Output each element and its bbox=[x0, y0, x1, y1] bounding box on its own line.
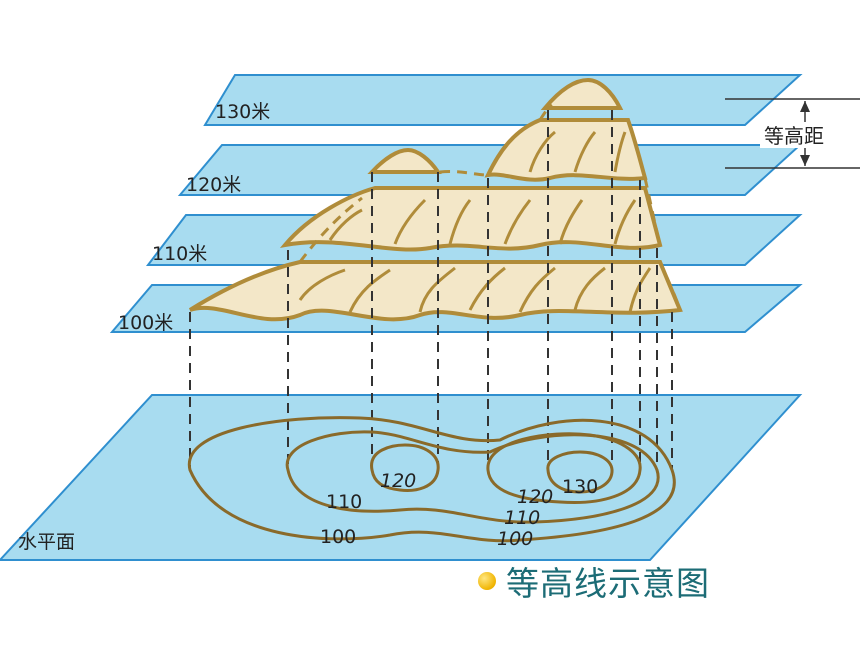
base-plane-label: 水平面 bbox=[18, 531, 75, 553]
mountain-band-120 bbox=[484, 118, 648, 182]
plane-130 bbox=[203, 74, 803, 126]
projection-lines bbox=[189, 110, 673, 470]
contour-label-right-100: 100 bbox=[497, 528, 533, 550]
contour-120-left bbox=[370, 443, 440, 492]
contour-130 bbox=[546, 450, 614, 494]
mountain-band-100 bbox=[188, 260, 683, 322]
contour-label-right-130: 130 bbox=[562, 476, 598, 498]
caption: 等高线示意图 bbox=[478, 557, 710, 605]
mountain-ridges bbox=[298, 130, 652, 313]
contour-lines bbox=[187, 416, 676, 543]
mountain bbox=[188, 77, 683, 322]
contour-label-right-120: 120 bbox=[517, 486, 553, 508]
interval-label: 等高距 bbox=[764, 124, 824, 148]
mountain-band-110 bbox=[279, 186, 663, 252]
contour-label-left-110: 110 bbox=[326, 491, 362, 513]
interval-label-bg bbox=[760, 122, 850, 148]
contour-label-left-120: 120 bbox=[380, 470, 416, 492]
bullet-dot-icon bbox=[478, 572, 496, 590]
contour-label-right-110: 110 bbox=[504, 507, 540, 529]
plane-label-120: 120米 bbox=[186, 174, 241, 196]
caption-text: 等高线示意图 bbox=[506, 564, 710, 603]
contour-120-right bbox=[486, 432, 642, 504]
contour-label-left-100: 100 bbox=[320, 526, 356, 548]
mountain-summit bbox=[540, 77, 624, 110]
mountain-left-peak bbox=[367, 147, 442, 174]
mountain-hidden-outline bbox=[298, 103, 682, 311]
contour-100 bbox=[187, 416, 676, 543]
plane-label-130: 130米 bbox=[215, 101, 270, 123]
contour-110 bbox=[285, 430, 660, 524]
plane-label-110: 110米 bbox=[152, 243, 207, 265]
plane-label-100: 100米 bbox=[118, 312, 173, 334]
